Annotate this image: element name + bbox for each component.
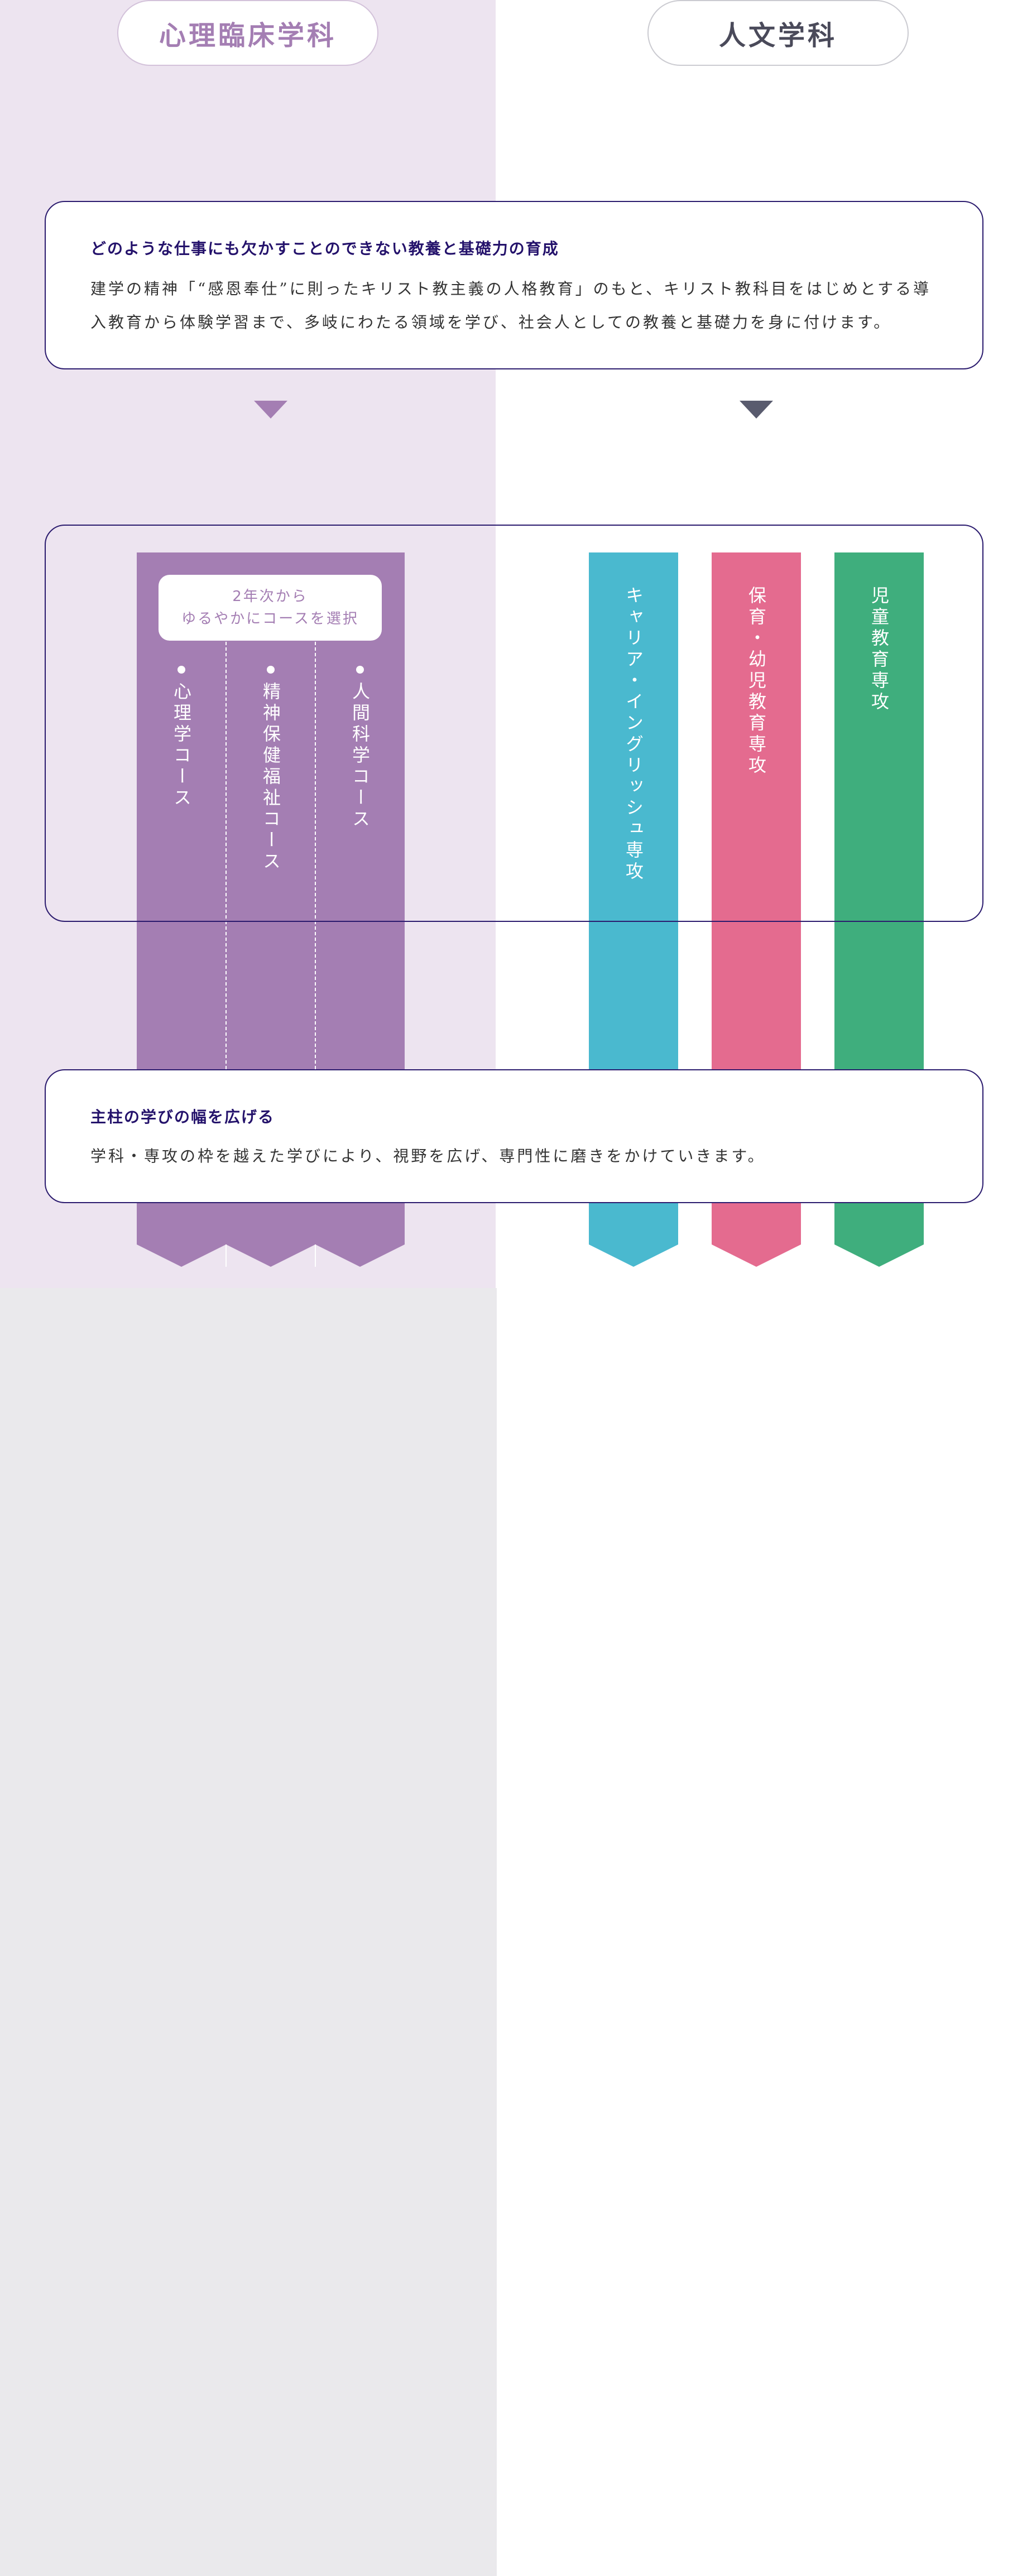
department-title-humanities: 人文学科	[647, 0, 909, 66]
course-label: 心理学コース	[171, 682, 192, 809]
arrow-down-icon	[254, 401, 287, 419]
selection-badge-line2: ゆるやかにコースを選択	[181, 611, 359, 627]
major-label: 児童教育専攻	[868, 586, 890, 713]
humanities-department-panel	[0, 1288, 497, 2576]
course-selection-frame	[45, 525, 983, 922]
arrow-down-icon	[740, 401, 773, 419]
broaden-heading: 主柱の学びの幅を広げる	[90, 1108, 275, 1126]
bullet-icon	[177, 666, 185, 674]
course-label: 人間科学コース	[349, 682, 371, 830]
lane-divider	[225, 642, 227, 1069]
bullet-icon	[356, 666, 364, 674]
foundation-text-line2: 入教育から体験学習まで、多岐にわたる領域を学び、社会人としての教養と基礎力を身に…	[90, 313, 892, 331]
selection-badge-line1: 2年次から	[232, 588, 308, 605]
major-label: キャリア・イングリッシュ専攻	[623, 586, 644, 883]
foundation-education-box: どのような仕事にも欠かすことのできない教養と基礎力の育成 建学の精神「“感恩奉仕…	[45, 201, 983, 369]
broaden-learning-box: 主柱の学びの幅を広げる 学科・専攻の枠を越えた学びにより、視野を広げ、専門性に磨…	[45, 1069, 983, 1203]
lane-divider	[315, 642, 316, 1069]
course-selection-badge: 2年次から ゆるやかにコースを選択	[159, 575, 382, 641]
major-label: 保育・幼児教育専攻	[746, 586, 767, 777]
bullet-icon	[267, 666, 275, 674]
course-label: 精神保健福祉コース	[260, 682, 281, 873]
foundation-heading: どのような仕事にも欠かすことのできない教養と基礎力の育成	[90, 239, 559, 258]
department-title-psychology: 心理臨床学科	[117, 0, 378, 66]
broaden-text: 学科・専攻の枠を越えた学びにより、視野を広げ、専門性に磨きをかけていきます。	[90, 1147, 766, 1165]
foundation-text-line1: 建学の精神「“感恩奉仕”に則ったキリスト教主義の人格教育」のもと、キリスト教科目…	[90, 280, 932, 298]
